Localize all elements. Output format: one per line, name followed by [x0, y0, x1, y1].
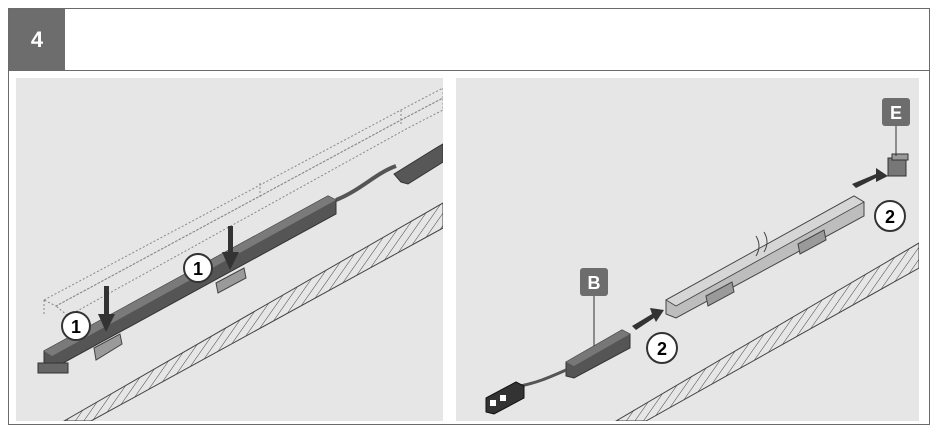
clip	[215, 267, 247, 294]
svg-text:2: 2	[657, 339, 667, 359]
wall-hatch	[62, 202, 443, 421]
step-number: 4	[9, 9, 65, 70]
clip	[705, 281, 735, 307]
svg-text:2: 2	[885, 207, 895, 227]
down-arrow	[222, 226, 239, 270]
cable	[335, 164, 397, 202]
bar-end	[37, 362, 69, 374]
svg-text:1: 1	[71, 317, 81, 337]
svg-text:E: E	[890, 103, 902, 123]
arrow-left	[852, 168, 888, 188]
cable	[519, 368, 567, 388]
right-illustration: B E 2 2	[485, 98, 919, 421]
callout-2-upper: 2	[874, 200, 906, 232]
wall-hatch	[615, 242, 919, 421]
callout-1-upper: 1	[183, 253, 213, 283]
arrow-right	[632, 308, 664, 330]
svg-text:B: B	[588, 273, 601, 293]
left-illustration: 1 1	[37, 87, 443, 421]
svg-text:1: 1	[193, 259, 203, 279]
channel-outline	[42, 87, 443, 328]
right-illustration-panel: B E 2 2	[456, 78, 919, 421]
step-header: 4	[9, 9, 929, 71]
left-illustration-panel: 1 1	[16, 78, 443, 421]
label-e: E	[882, 98, 910, 126]
upper-connector	[393, 143, 443, 185]
clip	[797, 229, 827, 255]
end-cap	[887, 157, 907, 177]
label-b: B	[580, 268, 608, 296]
clip	[93, 333, 123, 361]
callout-2-lower: 2	[646, 332, 678, 364]
callout-1-lower: 1	[61, 311, 91, 341]
down-arrow	[98, 286, 115, 332]
